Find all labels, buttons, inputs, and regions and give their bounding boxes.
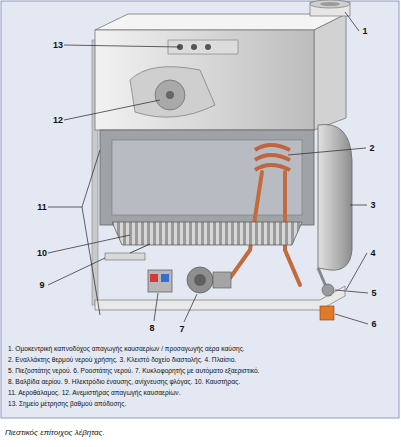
callout-number: 13 xyxy=(53,40,63,50)
callout-number: 1 xyxy=(362,26,367,36)
burner xyxy=(112,222,302,245)
callout-number: 8 xyxy=(149,323,154,333)
housing-front xyxy=(95,30,314,130)
legend-text: 5. Πιεζοστάτης νερού. 6. Ροοστάτης νερού… xyxy=(8,367,259,374)
caption: Πιεστικός επίτοιχος λέβητας. xyxy=(5,428,105,437)
callout-number: 9 xyxy=(39,280,44,290)
heat-exchanger xyxy=(255,145,290,170)
callout-number: 3 xyxy=(370,200,375,210)
legend-text: 2. Εναλλάκτης θερμού νερού χρήσης. 3. Κλ… xyxy=(8,356,236,363)
callout-number: 6 xyxy=(371,319,376,329)
callout-number: 4 xyxy=(370,248,375,258)
housing-side xyxy=(314,14,346,130)
fan-housing xyxy=(130,67,215,117)
flow-switch xyxy=(320,306,334,320)
housing-top xyxy=(95,14,346,30)
gas-valve xyxy=(148,270,172,292)
callout-number: 11 xyxy=(37,202,47,212)
legend-text: 8. Βαλβίδα αερίου. 9. Ηλεκτρόδιο έναυσης… xyxy=(8,378,240,385)
leader-lines xyxy=(48,12,368,324)
fan xyxy=(155,80,185,110)
legend-text: 13. Σημείο μέτρησης βαθμού απόδοσης. xyxy=(8,400,126,407)
callout-number: 2 xyxy=(369,143,374,153)
frame-bottom xyxy=(95,286,345,310)
legend-text: 1. Ομοκεντρική καπνοδόχος απαγωγής καυσα… xyxy=(8,345,245,352)
pressure-switch xyxy=(322,284,334,296)
panel-ground xyxy=(1,1,399,418)
expansion-vessel xyxy=(318,124,352,270)
electrode xyxy=(105,253,145,260)
callout-number: 7 xyxy=(179,324,184,334)
legend-text: 11. Αεροθάλαμος. 12. Ανεμιστήρας απαγωγή… xyxy=(8,389,180,396)
pump xyxy=(187,267,213,293)
callout-number: 5 xyxy=(371,288,376,298)
air-chamber xyxy=(100,130,314,225)
callout-number: 12 xyxy=(53,115,63,125)
callout-number: 10 xyxy=(37,248,47,258)
